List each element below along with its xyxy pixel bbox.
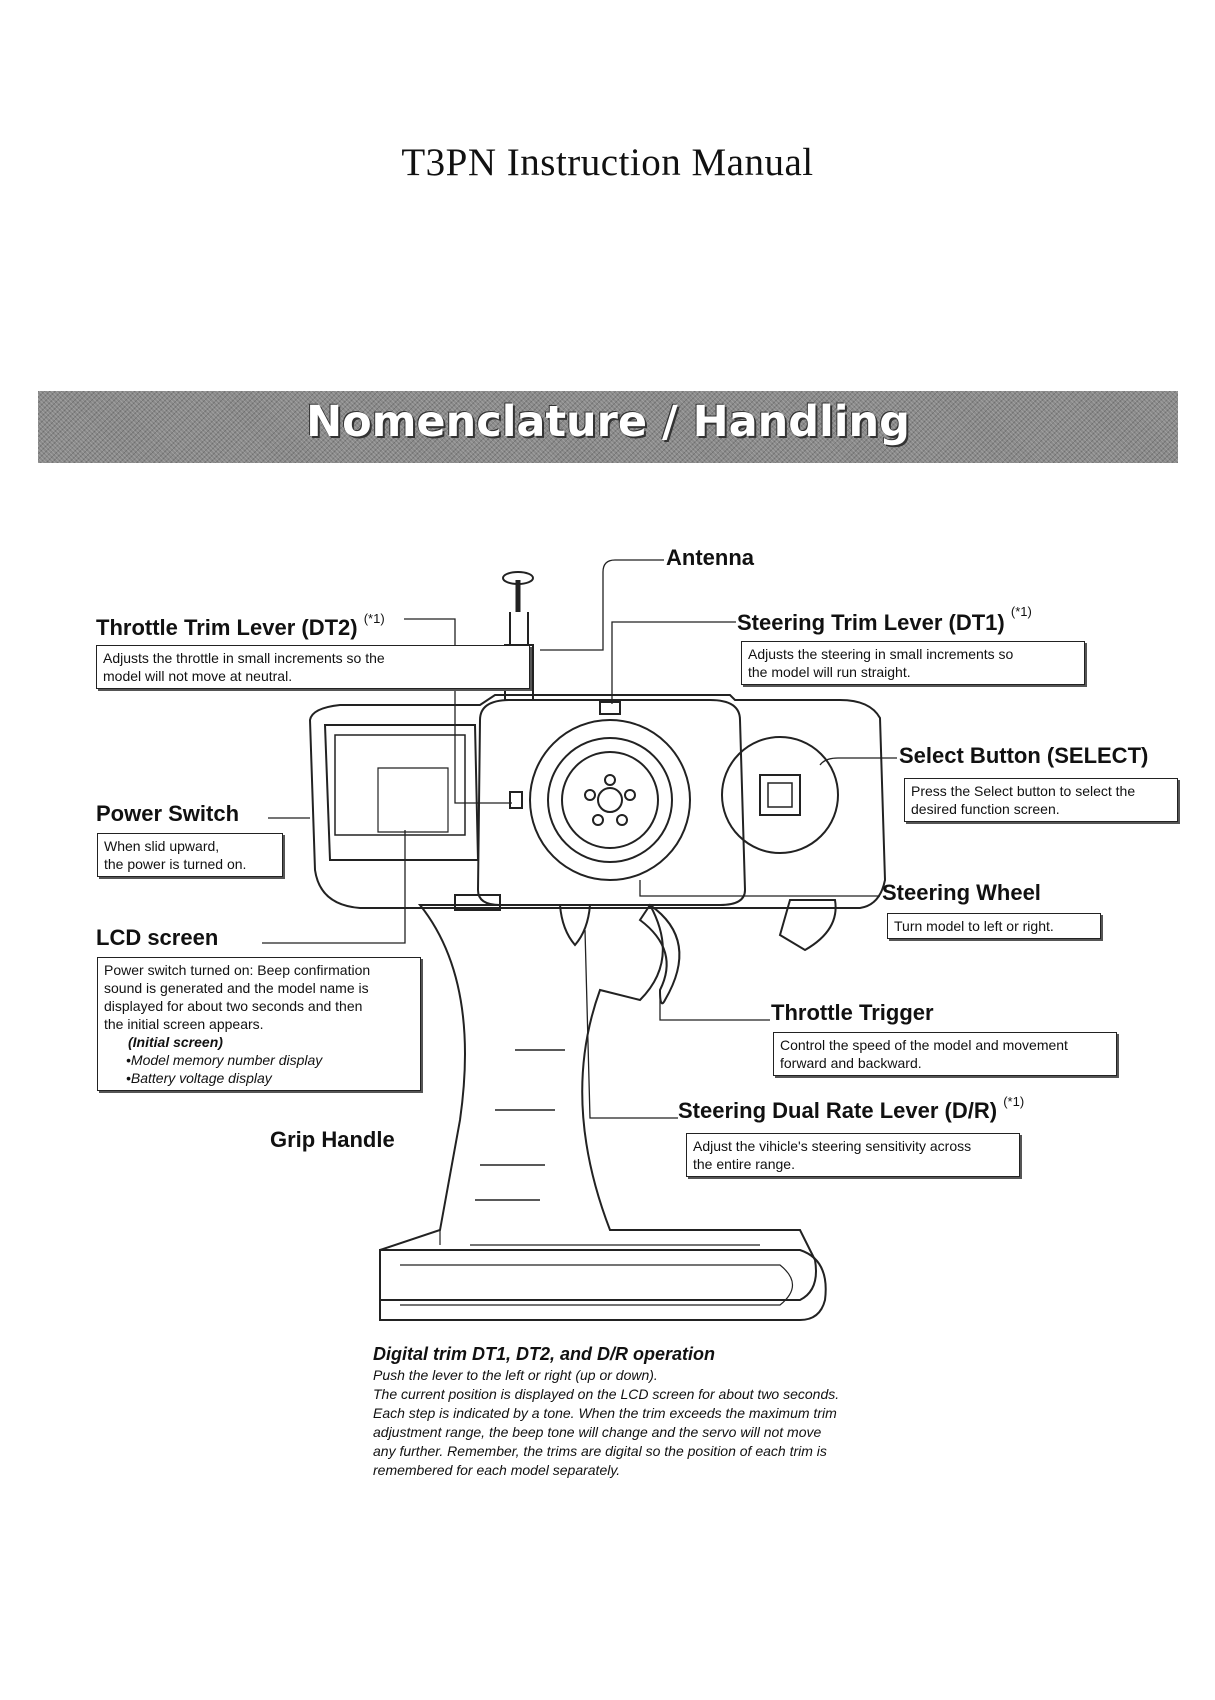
throttle-trim-label: Throttle Trim Lever (DT2) (*1) [96,611,385,641]
initial-screen-item: •Model memory number display [126,1052,323,1068]
throttle-trim-footnote-marker: (*1) [363,611,385,626]
document-title: T3PN Instruction Manual [401,141,814,184]
digital-trim-line: The current position is displayed on the… [373,1386,840,1402]
digital-trim-note: Digital trim DT1, DT2, and D/R operation… [373,1345,953,1480]
leader-lines [262,559,897,1119]
dual-rate-label-text: Steering Dual Rate Lever (D/R) [678,1098,998,1123]
throttle-trigger-description: Control the speed of the model and movem… [773,1032,1117,1076]
select-button-label: Select Button (SELECT) [899,743,1149,768]
section-banner: Nomenclature / Handling [38,391,1178,463]
dual-rate-label: Steering Dual Rate Lever (D/R) (*1) [678,1094,1024,1124]
digital-trim-line: Push the lever to the left or right (up … [373,1367,658,1383]
lcd-screen-description: Power switch turned on: Beep confirmatio… [97,957,421,1091]
throttle-trigger-line: forward and backward. [780,1055,922,1071]
digital-trim-heading: Digital trim DT1, DT2, and D/R operation [373,1344,716,1364]
power-switch-description: When slid upward, the power is turned on… [97,833,283,877]
lcd-screen-line: displayed for about two seconds and then [104,998,363,1014]
steering-trim-footnote-marker: (*1) [1010,604,1032,619]
dual-rate-footnote-marker: (*1) [1003,1094,1025,1109]
dual-rate-description: Adjust the vihicle's steering sensitivit… [686,1133,1020,1177]
steering-trim-label: Steering Trim Lever (DT1) (*1) [737,604,1032,636]
lcd-screen-label: LCD screen [96,925,219,950]
initial-screen-heading: (Initial screen) [128,1034,223,1050]
section-title: Nomenclature / Handling [306,397,910,447]
throttle-trigger-label: Throttle Trigger [771,1000,934,1025]
grip-handle-label: Grip Handle [270,1127,395,1152]
lcd-screen-line: the initial screen appears. [104,1016,264,1032]
digital-trim-line: any further. Remember, the trims are dig… [373,1443,827,1459]
throttle-trim-line: model will not move at neutral. [103,668,293,684]
initial-screen-item: •Battery voltage display [126,1070,272,1086]
steering-trim-line: Adjusts the steering in small increments… [748,646,1014,662]
select-button-description: Press the Select button to select the de… [904,778,1178,822]
digital-trim-line: Each step is indicated by a tone. When t… [373,1405,837,1421]
throttle-trigger-line: Control the speed of the model and movem… [780,1037,1068,1053]
power-switch-label: Power Switch [96,801,240,826]
steering-wheel-line: Turn model to left or right. [894,918,1054,934]
steering-trim-label-text: Steering Trim Lever (DT1) [737,610,1005,635]
lcd-screen-line: sound is generated and the model name is [104,980,369,996]
transmitter-illustration [308,571,887,1321]
steering-wheel-label: Steering Wheel [882,880,1041,905]
lcd-screen-line: Power switch turned on: Beep confirmatio… [104,962,371,978]
throttle-trim-label-text: Throttle Trim Lever (DT2) [96,615,358,640]
dual-rate-line: Adjust the vihicle's steering sensitivit… [693,1138,972,1154]
select-button-line: desired function screen. [911,801,1060,817]
power-switch-line: the power is turned on. [104,856,247,872]
digital-trim-line: remembered for each model separately. [373,1462,621,1478]
throttle-trim-description: Adjusts the throttle in small increments… [96,645,530,689]
digital-trim-line: adjustment range, the beep tone will cha… [373,1424,822,1440]
throttle-trim-line: Adjusts the throttle in small increments… [103,650,385,666]
select-button-line: Press the Select button to select the [911,783,1136,799]
steering-wheel-description: Turn model to left or right. [887,913,1101,939]
steering-trim-line: the model will run straight. [748,664,911,680]
antenna-label: Antenna [666,545,754,570]
dual-rate-line: the entire range. [693,1156,795,1172]
steering-trim-description: Adjusts the steering in small increments… [741,641,1085,685]
power-switch-line: When slid upward, [104,838,220,854]
